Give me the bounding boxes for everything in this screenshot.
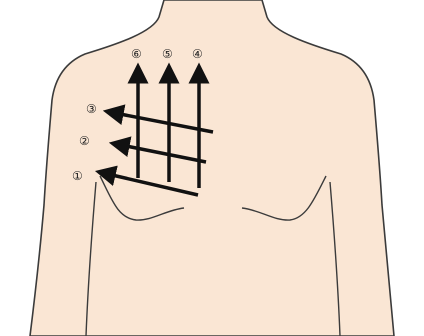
label-arrow-4: ④: [192, 47, 203, 61]
torso-silhouette: [30, 0, 394, 336]
label-arrow-6: ⑥: [131, 47, 142, 61]
label-arrow-1: ①: [72, 169, 83, 183]
label-arrow-5: ⑤: [162, 47, 173, 61]
label-arrow-2: ②: [79, 134, 90, 148]
label-arrow-3: ③: [86, 102, 97, 116]
